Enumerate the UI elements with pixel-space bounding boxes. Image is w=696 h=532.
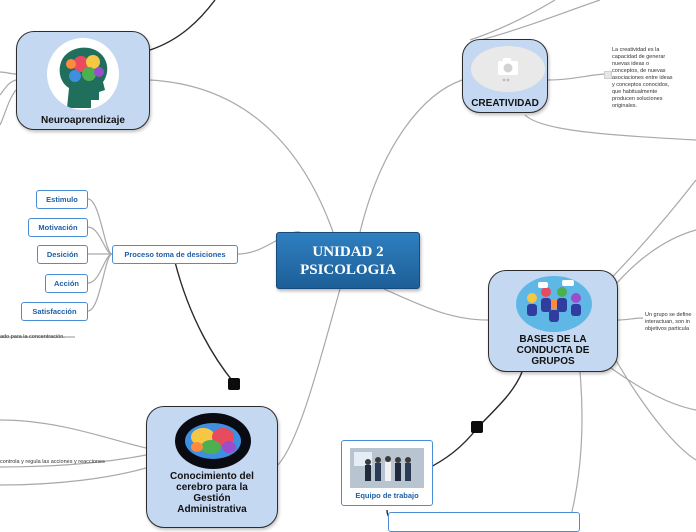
node-conocimiento-cerebro[interactable]: Conocimiento del cerebro para la Gestión…: [146, 406, 278, 528]
brain-icon: [175, 413, 251, 469]
chip-estimulo[interactable]: Estimulo: [36, 190, 88, 209]
note-line: nuevas ideas o: [612, 61, 649, 67]
note-line: Un grupo se define: [645, 312, 692, 318]
central-topic-line1: UNIDAD 2: [312, 244, 384, 260]
node-creatividad[interactable]: CREATIVIDAD: [462, 39, 548, 113]
chip-desicion[interactable]: Desición: [37, 245, 88, 264]
node-bases-label: BASES DE LA CONDUCTA DE GRUPOS: [489, 334, 617, 367]
collapse-handle[interactable]: [228, 378, 240, 390]
note-line: conceptos, de nuevas: [612, 68, 666, 74]
node-neuroaprendizaje[interactable]: Neuroaprendizaje: [16, 31, 150, 130]
chip-proceso-toma-de-desiciones[interactable]: Proceso toma de desiciones: [112, 245, 238, 264]
note-line: La creatividad es la: [612, 47, 660, 53]
chip-satisfaccion[interactable]: Satisfacción: [21, 302, 88, 321]
brain-head-icon: [47, 38, 119, 110]
card-equipo-de-trabajo[interactable]: Equipo de trabajo: [341, 440, 433, 506]
note-line: y conceptos conocidos,: [612, 82, 670, 88]
collapse-handle[interactable]: [471, 421, 483, 433]
node-bases-line: CONDUCTA DE: [516, 345, 590, 356]
card-equipo-label: Equipo de trabajo: [355, 491, 419, 500]
central-topic-line2: PSICOLOGIA: [300, 262, 396, 278]
note-line: producen soluciones: [612, 96, 663, 102]
node-conocimiento-line: Gestión: [193, 493, 231, 504]
node-conocimiento-line: Administrativa: [177, 504, 247, 515]
chip-motivacion[interactable]: Motivación: [28, 218, 88, 237]
note-grupo: Un grupo se define interactuan, son in o…: [645, 312, 696, 333]
node-conocimiento-line: Conocimiento del: [170, 471, 254, 482]
group-people-icon: [516, 276, 592, 332]
node-bases-conducta-grupos[interactable]: BASES DE LA CONDUCTA DE GRUPOS: [488, 270, 618, 372]
note-controla: controla y regula las acciones y reaccio…: [0, 459, 105, 465]
node-neuroaprendizaje-label: Neuroaprendizaje: [41, 115, 125, 126]
note-line: interactuan, son in: [645, 319, 690, 325]
note-line: originales.: [612, 103, 638, 109]
chip-accion[interactable]: Acción: [45, 274, 88, 293]
card-partial-bottom[interactable]: [388, 512, 580, 532]
note-line: que habitualmente: [612, 89, 658, 95]
note-line: asociaciones entre ideas: [612, 75, 673, 81]
team-photo-icon: [350, 448, 424, 488]
note-line: objetivos particula: [645, 326, 690, 332]
connector-lines: [0, 0, 696, 520]
central-topic[interactable]: UNIDAD 2 PSICOLOGIA: [276, 232, 420, 289]
node-bases-line: BASES DE LA: [519, 334, 587, 345]
note-line: capacidad de generar: [612, 54, 666, 60]
image-placeholder-icon: [471, 46, 545, 92]
node-conocimiento-label: Conocimiento del cerebro para la Gestión…: [147, 471, 277, 515]
node-bases-line: GRUPOS: [531, 356, 575, 367]
note-creatividad: La creatividad es la capacidad de genera…: [612, 47, 696, 110]
node-creatividad-label: CREATIVIDAD: [471, 98, 539, 109]
note-concentracion: ado para la concentración.: [0, 334, 65, 340]
note-attach-icon: [604, 71, 612, 79]
node-conocimiento-line: cerebro para la: [176, 482, 248, 493]
